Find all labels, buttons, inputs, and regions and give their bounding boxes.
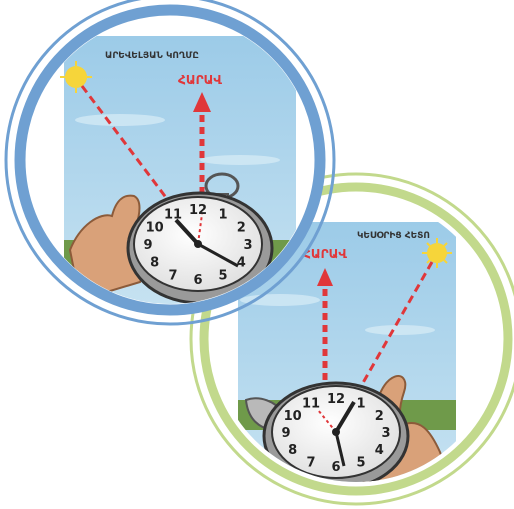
clock-numeral: 4: [375, 443, 384, 458]
caption-afternoon: ԿԵՍՕՐԻՑ ՀԵՏՈ: [357, 231, 430, 241]
south-label: ՀԱՐԱՎ: [178, 73, 222, 87]
clock-numeral: 12: [327, 392, 345, 407]
clock-numeral: 9: [281, 426, 290, 441]
south-label: ՀԱՐԱՎ: [303, 247, 347, 261]
clock-numeral: 7: [306, 455, 315, 470]
caption-morning: ԱՐԵՎԵԼՅԱՆ ԿՈՂՄԸ: [105, 51, 199, 61]
clock-numeral: 6: [193, 273, 202, 288]
clock-numeral: 2: [375, 409, 384, 424]
clock-numeral: 3: [381, 426, 390, 441]
clock-numeral: 1: [356, 397, 365, 412]
clock-numeral: 10: [284, 409, 302, 424]
clock-numeral: 3: [243, 238, 252, 253]
clock-numeral: 9: [143, 238, 152, 253]
clock-numeral: 1: [218, 208, 227, 223]
clock-numeral: 2: [237, 221, 246, 236]
clock-numeral: 10: [146, 221, 164, 236]
clock-numeral: 5: [218, 268, 227, 283]
clock-numeral: 11: [164, 208, 182, 223]
clock-numeral: 11: [302, 397, 320, 412]
clock-numeral: 12: [189, 203, 207, 218]
clock-numeral: 7: [168, 268, 177, 283]
clock-numeral: 4: [237, 256, 246, 271]
clock-numeral: 6: [331, 460, 340, 475]
clock-numeral: 8: [288, 443, 297, 458]
clock-numeral: 5: [356, 455, 365, 470]
clock-numeral: 8: [150, 256, 159, 271]
